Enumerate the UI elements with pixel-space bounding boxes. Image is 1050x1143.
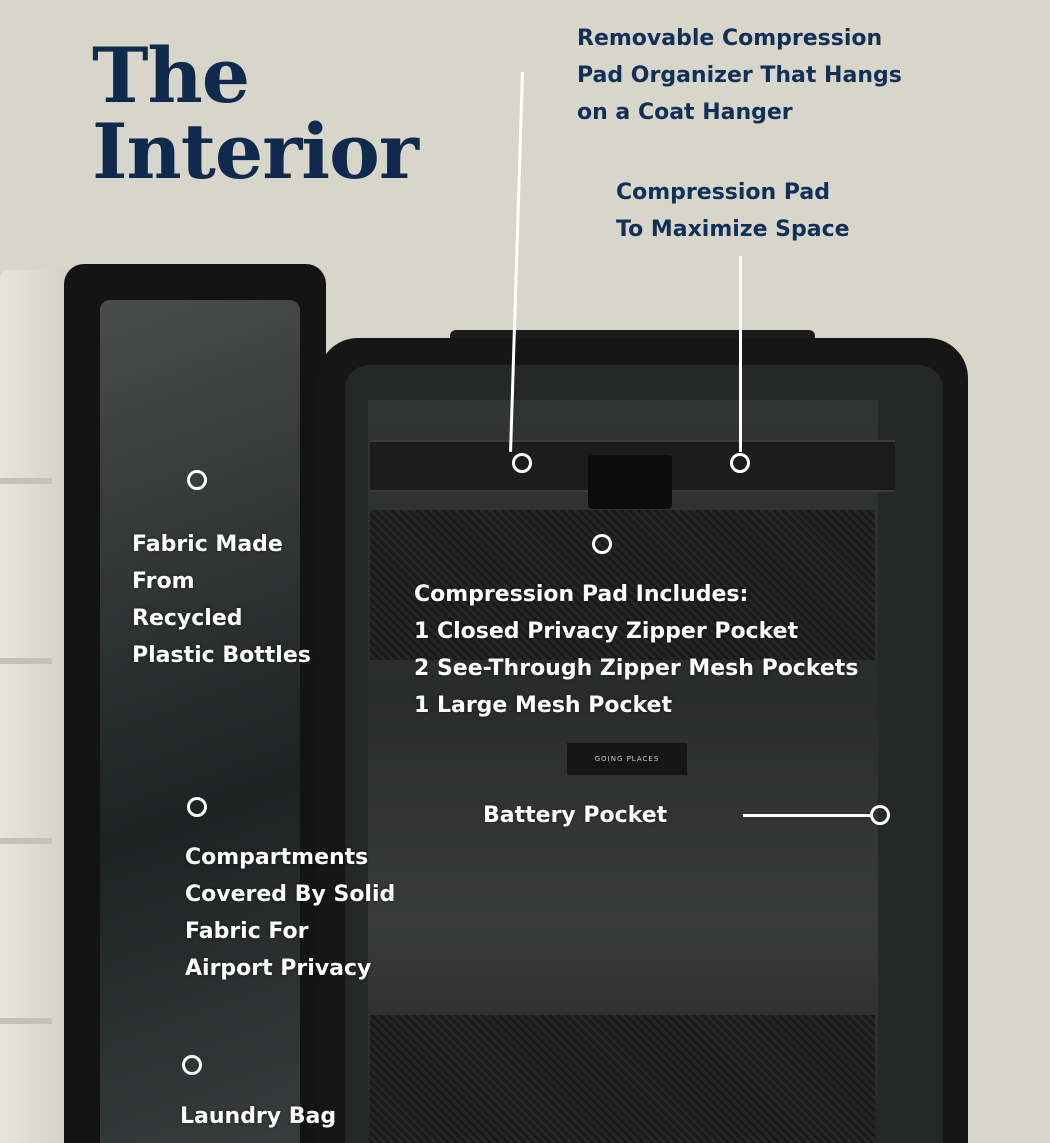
mesh-pocket xyxy=(370,510,875,660)
lid-lining xyxy=(100,300,300,1143)
callout-laundry: Laundry Bag xyxy=(180,1104,337,1129)
hotspot-includes[interactable] xyxy=(592,534,612,554)
hotspot-battery[interactable] xyxy=(870,805,890,825)
hotspot-compression[interactable] xyxy=(730,453,750,473)
leader-line xyxy=(743,814,871,817)
shell-groove xyxy=(0,658,52,664)
mesh-pocket-lower xyxy=(370,1015,875,1143)
hotspot-fabric[interactable] xyxy=(187,470,207,490)
shell-groove xyxy=(0,478,52,484)
hotspot-compartments[interactable] xyxy=(187,797,207,817)
shell-groove xyxy=(0,1018,52,1024)
hotspot-organizer[interactable] xyxy=(512,453,532,473)
callout-battery: Battery Pocket xyxy=(483,803,668,828)
leader-line xyxy=(739,256,742,452)
strap-buckle xyxy=(588,455,672,509)
brand-label: GOING PLACES xyxy=(567,743,687,775)
shell-groove xyxy=(0,838,52,844)
hotspot-laundry[interactable] xyxy=(182,1055,202,1075)
callout-includes: Compression Pad Includes:1 Closed Privac… xyxy=(414,582,859,718)
